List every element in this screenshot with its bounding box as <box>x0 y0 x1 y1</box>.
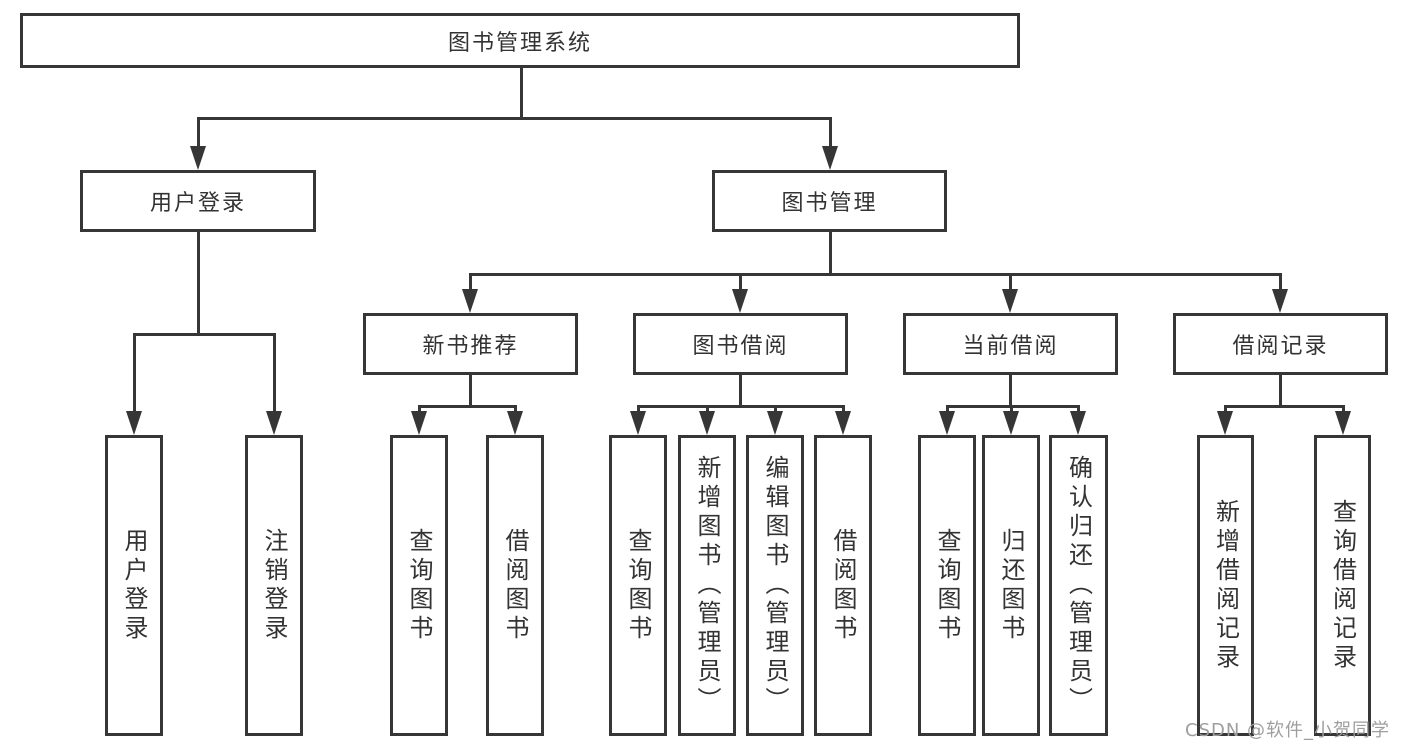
connector-drop <box>774 405 777 414</box>
connector-drop <box>133 333 136 413</box>
connector-drop <box>1342 405 1345 414</box>
arrow-down-icon <box>630 411 646 435</box>
connector-stem <box>1279 375 1282 408</box>
node-borrow-records: 借阅记录 <box>1173 313 1388 375</box>
connector-rail <box>946 405 1080 408</box>
connector-drop <box>197 117 200 148</box>
leaf-query-books-recommend: 查询图书 <box>390 435 448 736</box>
arrow-down-icon <box>190 146 206 170</box>
connector-drop <box>637 405 640 414</box>
connector-drop <box>1009 273 1012 291</box>
arrow-down-icon <box>1335 411 1351 435</box>
leaf-confirm-return-admin: 确认归还（管理员） <box>1049 435 1108 736</box>
connector-drop <box>418 405 421 414</box>
leaf-return-books: 归还图书 <box>982 435 1040 736</box>
connector-rail <box>1224 405 1345 408</box>
arrow-down-icon <box>1272 289 1288 313</box>
connector-drop <box>514 405 517 414</box>
node-root-label: 图书管理系统 <box>447 30 592 56</box>
connector-rail <box>469 273 1282 276</box>
node-new-book-recommend-label: 新书推荐 <box>422 334 519 359</box>
connector-drop <box>469 273 472 291</box>
leaf-user-login: 用户登录 <box>105 435 163 736</box>
arrow-down-icon <box>939 411 955 435</box>
leaf-logout: 注销登录 <box>245 435 303 736</box>
leaf-add-books-admin: 新增图书（管理员） <box>678 435 736 736</box>
connector-stem <box>520 68 523 118</box>
leaf-edit-books-admin: 编辑图书（管理员） <box>746 435 804 736</box>
arrow-down-icon <box>1003 411 1019 435</box>
connector-stem <box>739 375 742 408</box>
connector-rail <box>133 333 276 336</box>
node-user-login: 用户登录 <box>80 170 316 232</box>
connector-stem <box>469 375 472 408</box>
node-book-borrow-label: 图书借阅 <box>692 334 789 359</box>
connector-stem <box>829 232 832 276</box>
node-borrow-records-label: 借阅记录 <box>1232 334 1329 359</box>
node-root: 图书管理系统 <box>20 13 1020 68</box>
connector-drop <box>706 405 709 414</box>
arrow-down-icon <box>266 411 282 435</box>
connector-drop <box>1224 405 1227 414</box>
leaf-add-borrow-record: 新增借阅记录 <box>1197 435 1254 736</box>
connector-drop <box>273 333 276 413</box>
connector-drop <box>946 405 949 414</box>
node-book-borrow: 图书借阅 <box>633 313 848 375</box>
node-current-borrow-label: 当前借阅 <box>962 334 1059 359</box>
arrow-down-icon <box>462 289 478 313</box>
arrow-down-icon <box>732 289 748 313</box>
arrow-down-icon <box>835 411 851 435</box>
connector-drop <box>1010 405 1013 414</box>
arrow-down-icon <box>507 411 523 435</box>
leaf-query-books-borrow: 查询图书 <box>609 435 667 736</box>
node-user-login-label: 用户登录 <box>149 191 246 216</box>
node-book-management-label: 图书管理 <box>781 191 878 216</box>
arrow-down-icon <box>126 411 142 435</box>
connector-rail <box>418 405 517 408</box>
connector-stem <box>197 232 200 336</box>
node-book-management: 图书管理 <box>712 170 947 232</box>
arrow-down-icon <box>1070 411 1086 435</box>
node-current-borrow: 当前借阅 <box>903 313 1118 375</box>
connector-drop <box>1279 273 1282 291</box>
leaf-borrow-books: 借阅图书 <box>814 435 872 736</box>
arrow-down-icon <box>1002 289 1018 313</box>
arrow-down-icon <box>411 411 427 435</box>
node-new-book-recommend: 新书推荐 <box>363 313 578 375</box>
arrow-down-icon <box>767 411 783 435</box>
leaf-borrow-books-recommend: 借阅图书 <box>486 435 544 736</box>
connector-drop <box>739 273 742 291</box>
leaf-query-books-current: 查询图书 <box>918 435 976 736</box>
arrow-down-icon <box>1217 411 1233 435</box>
csdn-watermark: CSDN @软件_小贺同学 <box>1185 720 1391 741</box>
connector-rail <box>197 117 832 120</box>
connector-rail <box>637 405 845 408</box>
connector-drop <box>842 405 845 414</box>
arrow-down-icon <box>822 146 838 170</box>
leaf-query-borrow-record: 查询借阅记录 <box>1314 435 1371 736</box>
connector-drop <box>1077 405 1080 414</box>
arrow-down-icon <box>699 411 715 435</box>
connector-stem <box>1009 375 1012 408</box>
connector-drop <box>829 117 832 148</box>
